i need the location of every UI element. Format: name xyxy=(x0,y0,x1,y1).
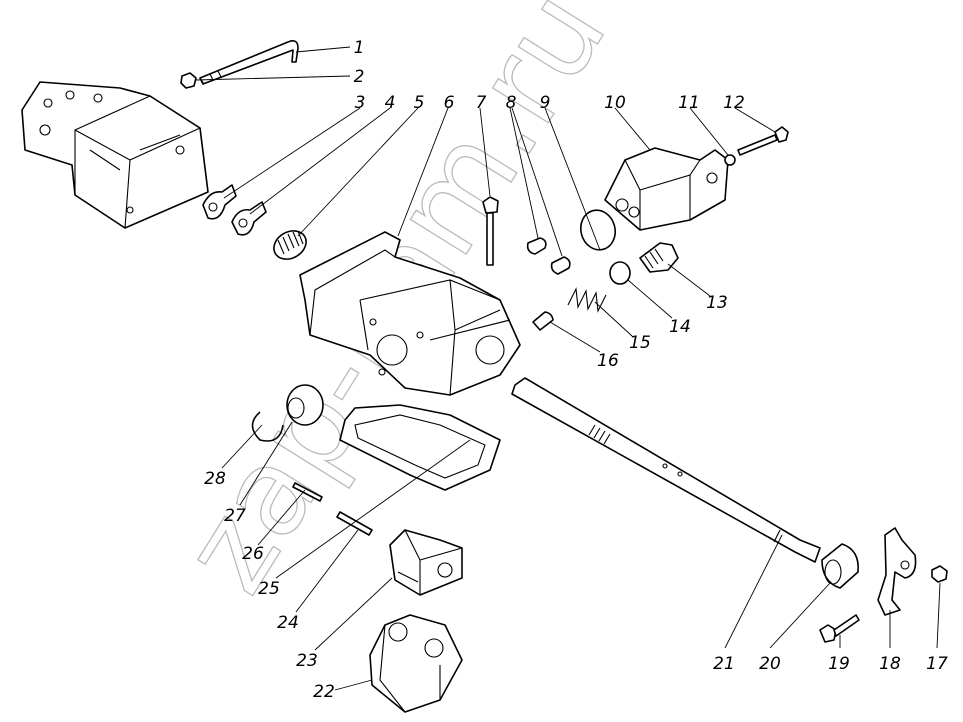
part-needle-bearing xyxy=(273,230,307,260)
callout-17: 17 xyxy=(926,654,948,674)
part-boot xyxy=(821,543,859,589)
callout-27: 27 xyxy=(224,506,246,526)
callout-16: 16 xyxy=(597,351,619,371)
part-pin-16 xyxy=(532,311,554,331)
callout-14: 14 xyxy=(669,317,691,337)
part-seal-14 xyxy=(609,261,631,285)
part-bolt-7 xyxy=(482,196,499,266)
callout-13: 13 xyxy=(706,293,728,313)
leader-lines xyxy=(195,46,941,691)
callout-24: 24 xyxy=(277,613,299,633)
callout-4: 4 xyxy=(385,93,396,113)
part-bolt-19 xyxy=(819,614,860,643)
callout-8: 8 xyxy=(506,93,517,113)
part-pin-24 xyxy=(336,511,373,536)
callout-12: 12 xyxy=(723,93,745,113)
part-snap-ring xyxy=(251,411,284,442)
part-spring xyxy=(567,287,607,313)
part-lock-plate-3 xyxy=(202,184,237,220)
callout-6: 6 xyxy=(444,93,455,113)
part-plug-27 xyxy=(286,384,324,426)
callout-15: 15 xyxy=(629,333,651,353)
callout-3: 3 xyxy=(355,93,366,113)
callout-1: 1 xyxy=(354,38,365,58)
callout-20: 20 xyxy=(759,654,781,674)
part-block xyxy=(389,529,463,596)
callout-25: 25 xyxy=(258,579,280,599)
callout-10: 10 xyxy=(604,93,626,113)
callout-18: 18 xyxy=(879,654,901,674)
callout-28: 28 xyxy=(204,469,226,489)
callout-9: 9 xyxy=(540,93,551,113)
part-shaft xyxy=(511,377,821,563)
callout-21: 21 xyxy=(713,654,735,674)
part-pin-26 xyxy=(292,482,323,502)
callout-26: 26 xyxy=(242,544,264,564)
part-gearbox xyxy=(21,81,209,229)
part-lock-plate-4 xyxy=(231,201,267,236)
part-bolt-12 xyxy=(737,126,789,156)
part-nut-2 xyxy=(180,72,197,89)
part-wrench xyxy=(199,40,299,85)
callout-22: 22 xyxy=(313,682,335,702)
part-valve-body xyxy=(604,147,729,231)
callout-23: 23 xyxy=(296,651,318,671)
callout-5: 5 xyxy=(414,93,425,113)
part-lever xyxy=(877,527,917,616)
callout-labels: 1 2 3 4 5 6 7 8 9 10 11 12 13 14 15 16 1… xyxy=(204,38,948,702)
callout-7: 7 xyxy=(476,93,487,113)
callout-11: 11 xyxy=(678,93,700,113)
part-pins-8 xyxy=(526,237,571,275)
part-washer-11 xyxy=(724,154,736,166)
callout-2: 2 xyxy=(354,67,365,87)
part-gasket xyxy=(339,404,501,491)
part-housing xyxy=(299,231,521,396)
part-o-ring xyxy=(579,209,617,251)
part-bracket xyxy=(369,614,463,713)
callout-19: 19 xyxy=(828,654,850,674)
part-nut-17 xyxy=(931,565,948,583)
